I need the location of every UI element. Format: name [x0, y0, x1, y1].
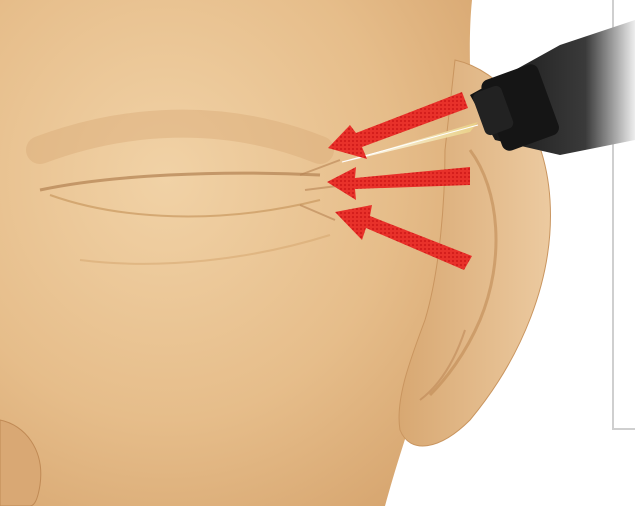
face-illustration: [0, 0, 635, 506]
